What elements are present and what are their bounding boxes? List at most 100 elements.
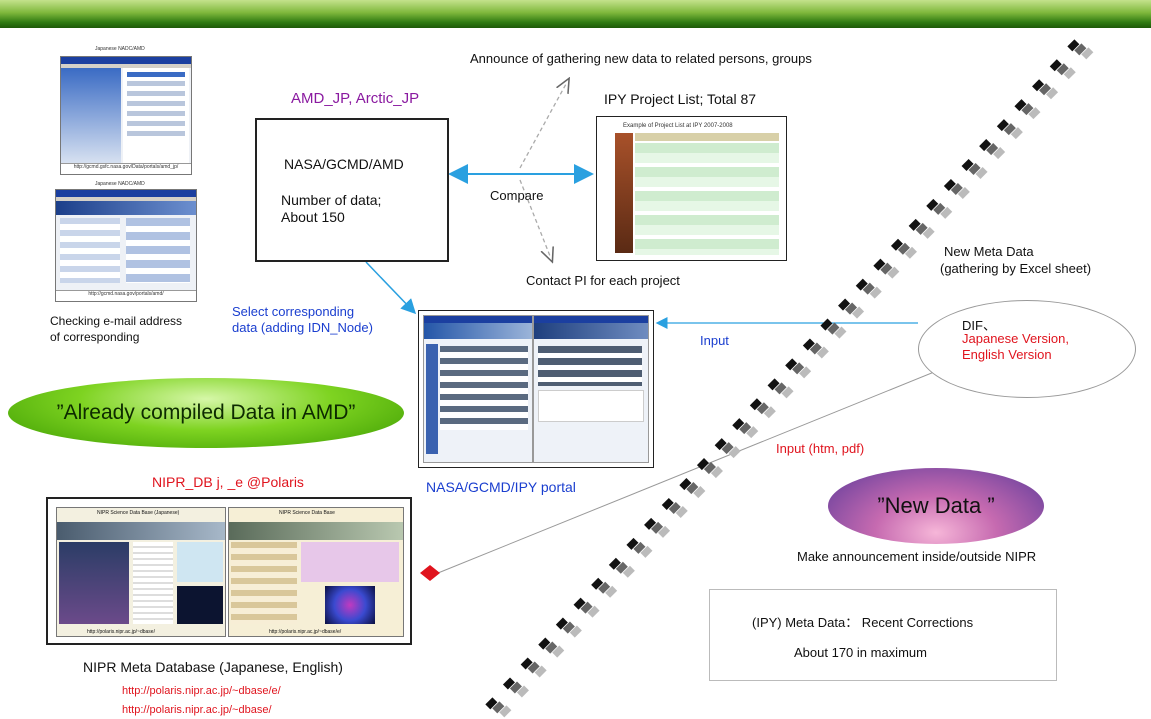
nipr-db-label: NIPR_DB j, _e @Polaris: [152, 474, 304, 490]
stair-tile: [633, 541, 646, 554]
amd-portal-screenshot[interactable]: http://gcmd.nasa.gov/portals/amd/: [55, 189, 197, 302]
thumb1-url: http://gcmd.gsfc.nasa.gov/Data/portals/a…: [61, 163, 191, 174]
stair-tile: [855, 278, 868, 291]
stair-tile: [802, 338, 815, 351]
stair-tile: [993, 147, 1006, 160]
stair-tile: [986, 143, 999, 156]
stair-tile: [710, 466, 723, 479]
stair-tile: [1014, 99, 1027, 112]
stair-tile: [520, 657, 533, 670]
stair-tile: [933, 202, 946, 215]
stair-tile: [693, 486, 706, 499]
stair-tile: [573, 597, 586, 610]
stair-tile: [686, 482, 699, 495]
announce-label: Announce of gathering new data to relate…: [470, 51, 812, 66]
stair-tile: [827, 322, 840, 335]
stair-tile: [721, 442, 734, 455]
stair-tile: [996, 119, 1009, 132]
stair-tile: [534, 665, 547, 678]
stair-tile: [608, 557, 621, 570]
announce-arrow: [519, 84, 566, 169]
stair-tile: [880, 262, 893, 275]
stair-tile: [1049, 59, 1062, 72]
stair-tile: [509, 681, 522, 694]
ipy-list-header: Example of Project List at IPY 2007-2008: [623, 123, 733, 129]
stair-tile: [904, 246, 917, 259]
stair-tile: [696, 458, 709, 471]
header-bar: [0, 0, 1151, 28]
stair-tile: [658, 525, 671, 538]
stair-tile: [908, 218, 921, 231]
stair-tile: [728, 446, 741, 459]
stair-tile: [1081, 47, 1094, 60]
stair-tile: [749, 398, 762, 411]
stair-tile: [739, 422, 752, 435]
select-label-2: data (adding IDN_Node): [232, 320, 373, 335]
stair-tile: [605, 585, 618, 598]
stair-tile: [774, 382, 787, 395]
stair-tile: [1046, 87, 1059, 100]
corrections-line2: About 170 in maximum: [794, 645, 927, 660]
stair-tile: [820, 318, 833, 331]
stair-tile: [792, 362, 805, 375]
thumb1-title: Japanese NADC/AMD: [95, 46, 145, 52]
url-j-link[interactable]: http://polaris.nipr.ac.jp/~dbase/: [122, 704, 272, 716]
stair-tile: [1039, 83, 1052, 96]
announcement-label: Make announcement inside/outside NIPR: [797, 549, 1037, 564]
stair-tile: [492, 701, 505, 714]
input-label: Input: [700, 333, 729, 348]
stair-tile: [668, 501, 681, 514]
amd-jp-screenshot[interactable]: http://gcmd.gsfc.nasa.gov/Data/portals/a…: [60, 56, 192, 175]
portal-label: NASA/GCMD/IPY portal: [426, 479, 576, 495]
stair-tile: [615, 561, 628, 574]
stair-tile: [809, 342, 822, 355]
stair-tile: [644, 517, 657, 530]
stair-tile: [834, 326, 847, 339]
stair-tile: [640, 545, 653, 558]
nipr-right-title: NIPR Science Data Base: [279, 510, 335, 516]
stair-tile: [873, 258, 886, 271]
stair-tile: [552, 645, 565, 658]
checking-label-2: of corresponding: [50, 330, 140, 344]
url-e-link[interactable]: http://polaris.nipr.ac.jp/~dbase/e/: [122, 685, 281, 697]
ipy-project-list-screenshot[interactable]: Example of Project List at IPY 2007-2008: [596, 116, 787, 261]
stair-tile: [781, 386, 794, 399]
stair-tile: [651, 521, 664, 534]
stair-tile: [580, 601, 593, 614]
stair-tile: [862, 282, 875, 295]
meta-db-label: NIPR Meta Database (Japanese, English): [83, 659, 343, 675]
stair-tile: [816, 346, 829, 359]
corrections-line1: (IPY) Meta Data： Recent Corrections: [752, 615, 974, 630]
stair-tile: [890, 238, 903, 251]
select-label-1: Select corresponding: [232, 304, 355, 319]
new-data-oval: ”New Data ”: [828, 468, 1044, 544]
nasa-gcmd-ipy-portal-screenshot[interactable]: [418, 310, 654, 468]
stair-tile: [591, 577, 604, 590]
input-htm-line: [437, 367, 945, 574]
stair-tile: [785, 358, 798, 371]
stair-tile: [703, 462, 716, 475]
amd-jp-label: AMD_JP, Arctic_JP: [291, 90, 420, 107]
stair-tile: [767, 378, 780, 391]
stair-tile: [950, 182, 963, 195]
stair-tile: [545, 641, 558, 654]
stair-tile: [943, 178, 956, 191]
dif-line3: English Version: [962, 347, 1052, 362]
stair-tile: [887, 266, 900, 279]
stair-tile: [940, 206, 953, 219]
stair-tile: [516, 685, 529, 698]
stair-tile: [502, 677, 515, 690]
stair-tile: [626, 537, 639, 550]
nipr-database-screenshot[interactable]: NIPR Science Data Base (Japanese) http:/…: [46, 497, 412, 645]
stair-tile: [1063, 67, 1076, 80]
nasa-box-line1: Number of data;: [281, 192, 382, 208]
stair-tile: [1021, 103, 1034, 116]
stair-tile: [555, 617, 568, 630]
stair-tile: [799, 366, 812, 379]
stair-tile: [838, 298, 851, 311]
stair-tile: [732, 418, 745, 431]
stair-tile: [1010, 127, 1023, 140]
nasa-box-line2: About 150: [281, 209, 345, 225]
stair-tile: [763, 406, 776, 419]
